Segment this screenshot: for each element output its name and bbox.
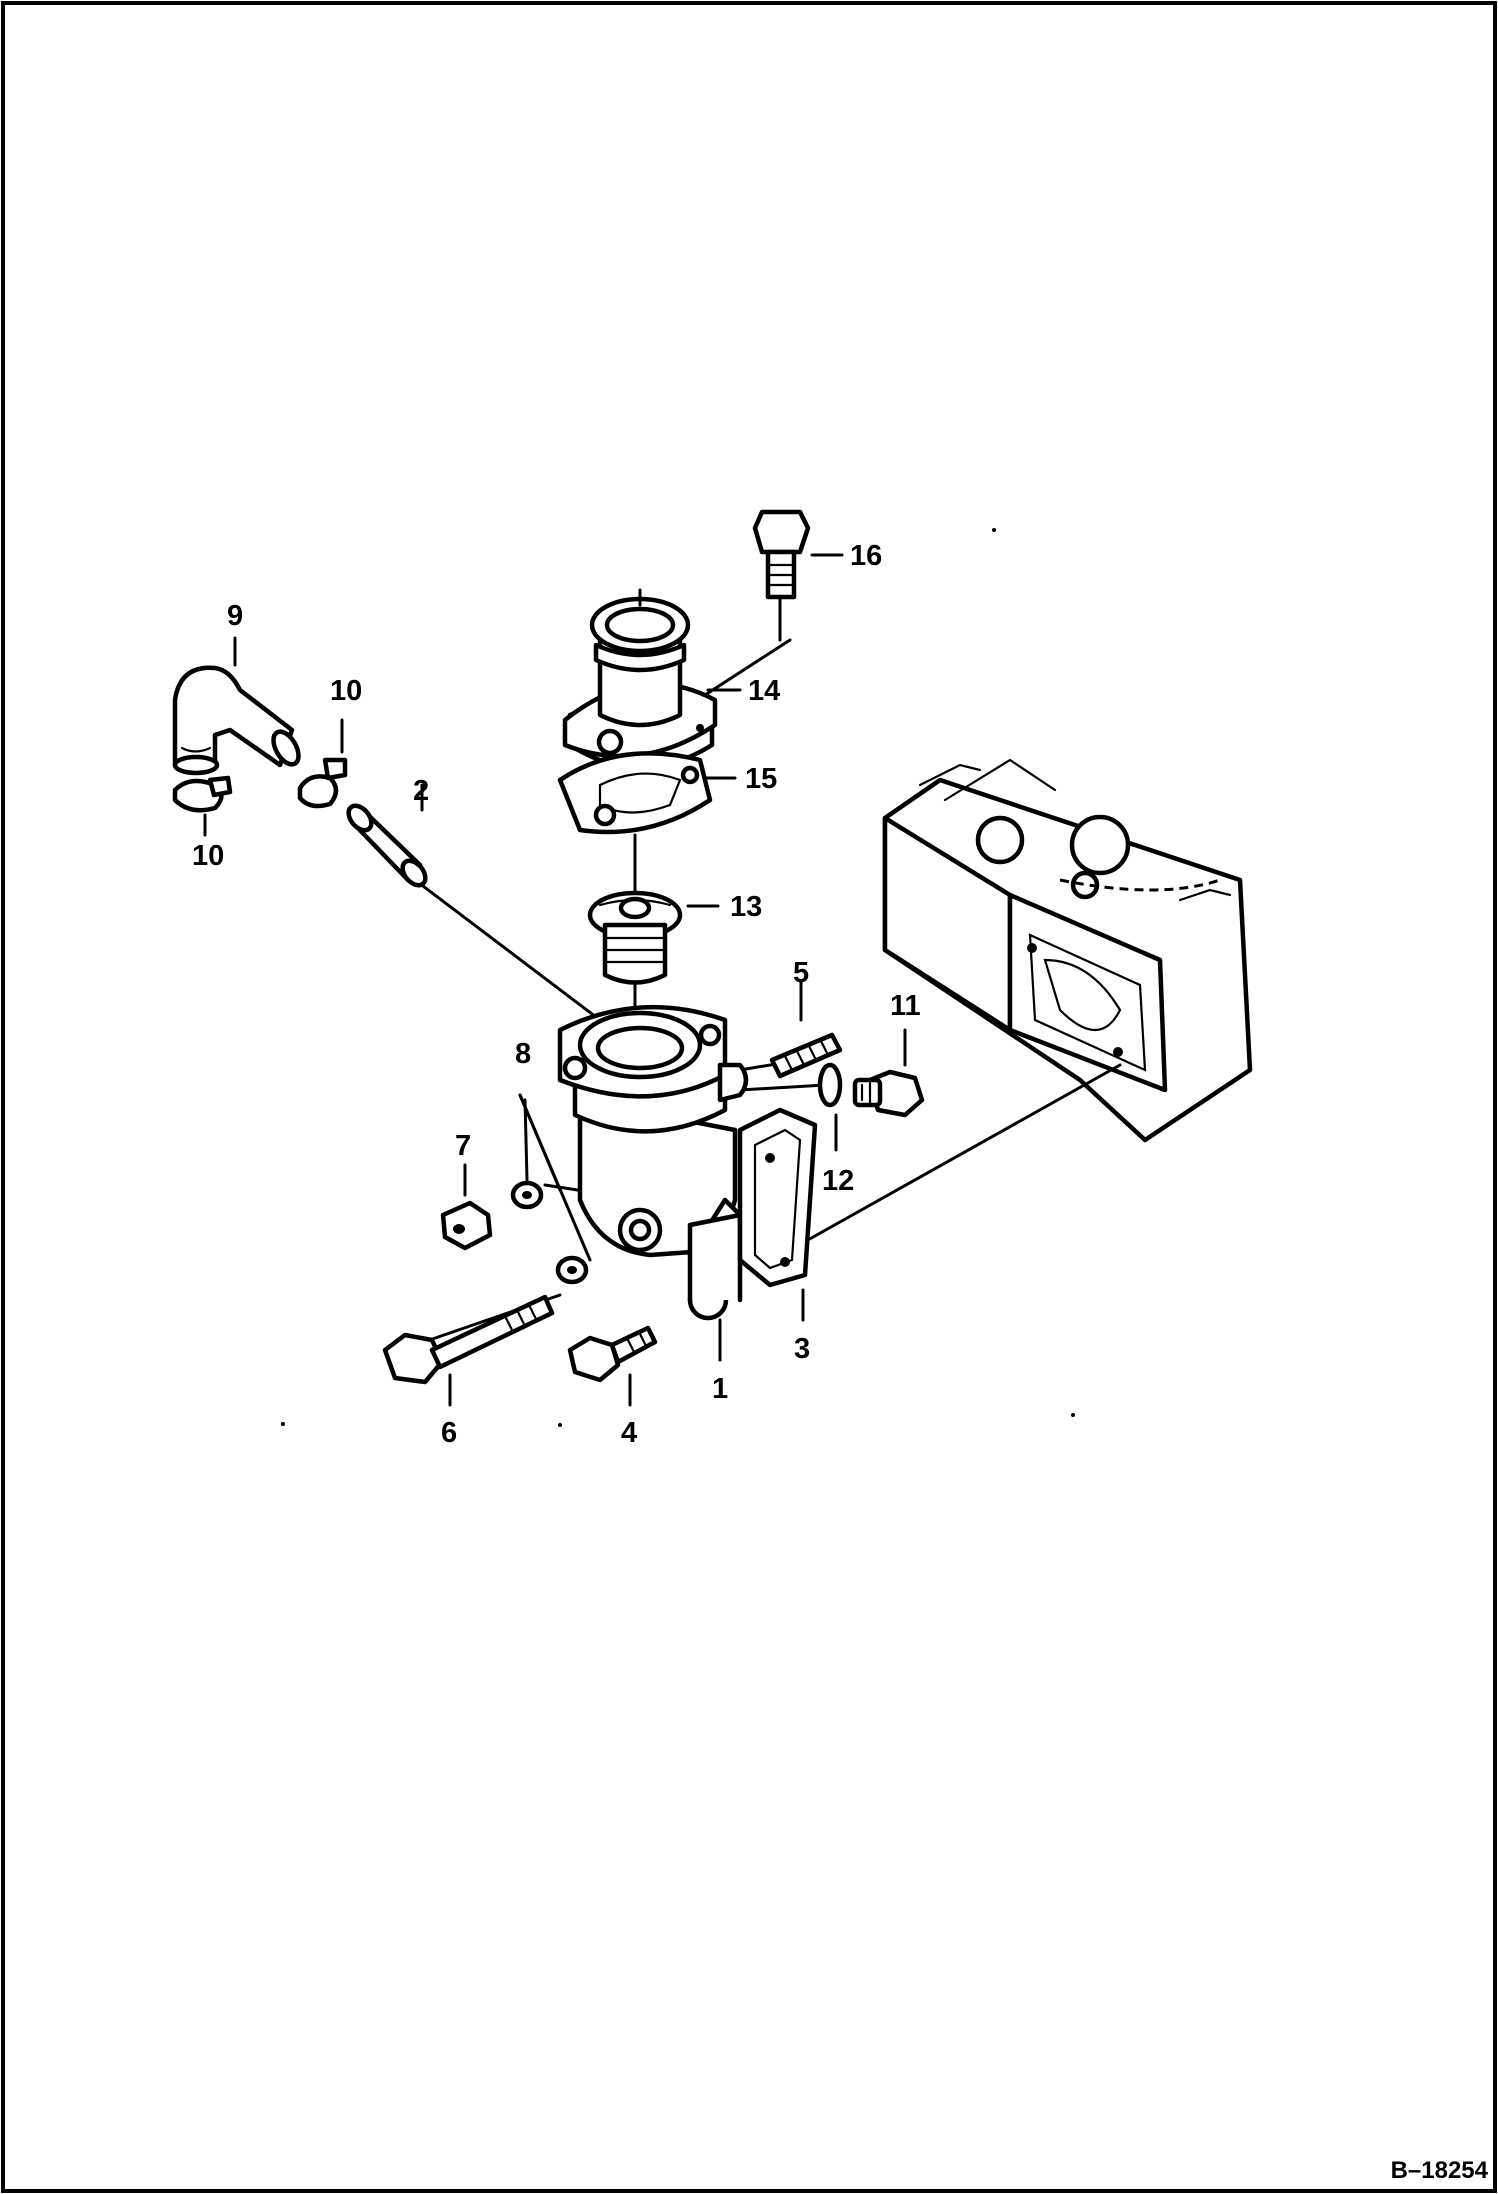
thermostat-cover-14	[562, 588, 718, 770]
callout-7: 7	[455, 1130, 471, 1162]
nut-7	[440, 1163, 493, 1251]
callout-5: 5	[793, 957, 809, 989]
washer-8b	[555, 1255, 589, 1285]
callout-10-bottom: 10	[192, 840, 224, 872]
thermostat-13	[587, 890, 683, 985]
callout-10-top: 10	[330, 675, 362, 707]
callout-11: 11	[890, 990, 921, 1022]
callout-9: 9	[227, 600, 243, 632]
pipe-2	[346, 783, 428, 888]
callout-13: 13	[730, 891, 762, 923]
washer-8a	[510, 1180, 544, 1210]
hose-9	[172, 636, 301, 776]
stud-5	[769, 1032, 843, 1079]
short-bolt-4	[567, 1325, 658, 1407]
gasket-15	[557, 751, 713, 867]
callout-4: 4	[621, 1417, 637, 1449]
callout-14: 14	[748, 675, 780, 707]
figure-id: B–18254	[1391, 2157, 1489, 2184]
callout-2: 2	[413, 775, 429, 807]
callout-8: 8	[515, 1038, 531, 1070]
callout-15: 15	[745, 763, 777, 795]
housing-gasket-3	[737, 1107, 818, 1288]
hose-clamp-10a	[172, 775, 233, 837]
bolt-16	[752, 509, 811, 600]
washer-12	[817, 1062, 843, 1152]
leader-8a	[523, 1098, 529, 1182]
callout-16: 16	[850, 540, 882, 572]
callout-3: 3	[794, 1333, 810, 1365]
hose-clamp-10b	[297, 718, 348, 809]
long-bolt-6	[382, 1294, 555, 1407]
callout-1: 1	[712, 1373, 728, 1405]
plug-11	[852, 1028, 925, 1118]
callout-6: 6	[441, 1417, 457, 1449]
engine-cylinder-head	[882, 758, 1253, 1143]
callout-12: 12	[822, 1165, 854, 1197]
